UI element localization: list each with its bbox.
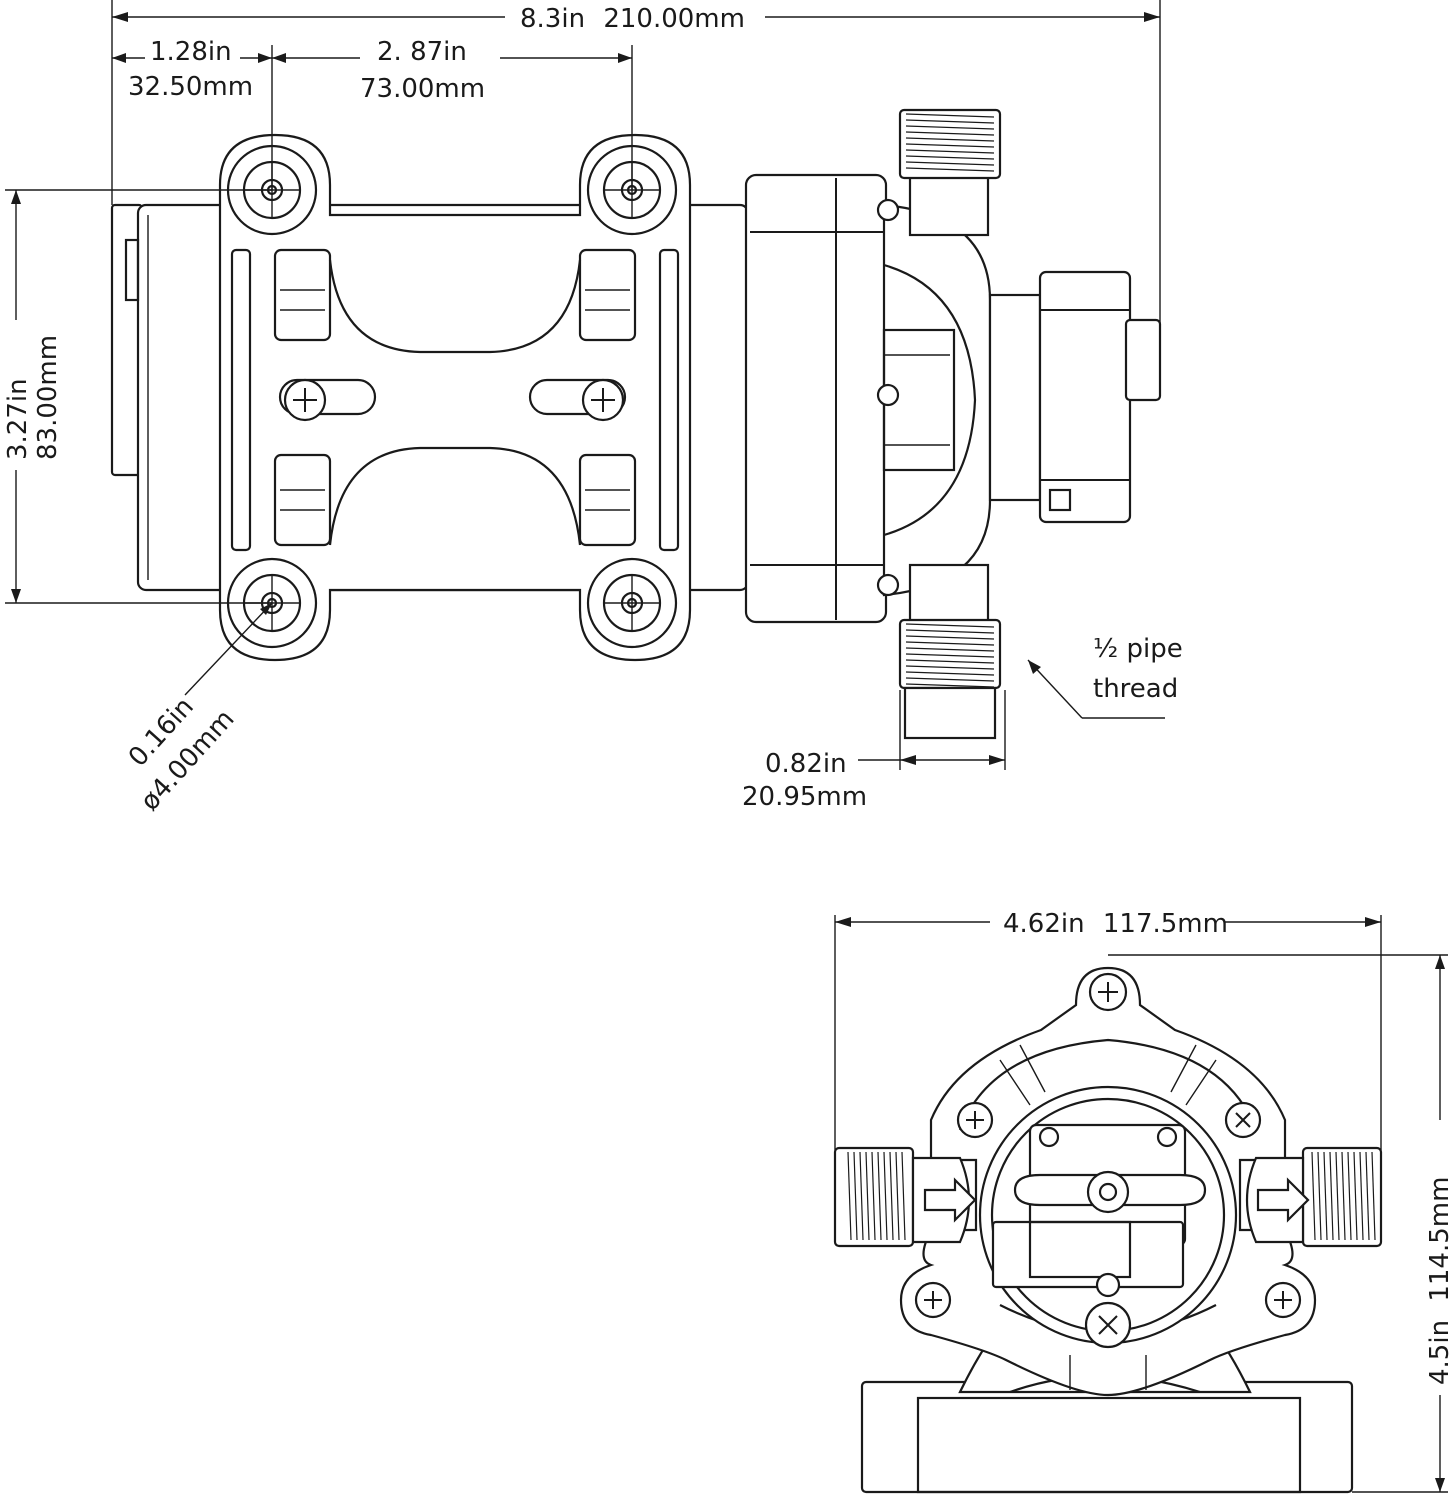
pipe-thread-label-line2: thread <box>1093 674 1178 704</box>
mounting-hole-bottom-right <box>586 557 678 649</box>
front-width-mm: 117.5mm <box>1103 909 1228 939</box>
top-view: 8.3in 210.00mm 1.28in 32.50mm 2. 87in 73… <box>3 0 1183 817</box>
outlet-port-bottom <box>898 563 1002 740</box>
hole-spacing-mm: 73.00mm <box>360 74 485 104</box>
screw-icon <box>1088 972 1128 1012</box>
height-top-view-inch: 3.27in <box>3 378 33 460</box>
inlet-port-left <box>833 1146 977 1248</box>
height-top-view-mm: 83.00mm <box>33 335 63 460</box>
front-height-inch: 4.5in <box>1425 1320 1452 1385</box>
svg-text:4.5in 114.5mm: 4.5in 114.5mm <box>1425 1177 1452 1385</box>
screw-icon <box>1084 1301 1132 1349</box>
overall-length-mm: 210.00mm <box>603 4 745 34</box>
inlet-port-top <box>898 108 1002 237</box>
front-view: 4.62in 117.5mm 4.5in 114.5mm <box>833 909 1452 1494</box>
rear-to-hole-mm: 32.50mm <box>128 72 253 102</box>
pressure-switch <box>988 270 1162 524</box>
dimension-front-height: 4.5in 114.5mm <box>1108 954 1452 1493</box>
svg-text:4.62in 117.5mm: 4.62in 117.5mm <box>1003 909 1228 939</box>
rear-to-hole-inch: 1.28in <box>150 37 232 67</box>
hole-spacing-inch: 2. 87in <box>377 37 467 67</box>
port-width-inch: 0.82in <box>765 749 847 779</box>
screw-icon <box>1224 1101 1262 1139</box>
front-height-mm: 114.5mm <box>1425 1177 1452 1302</box>
dimension-port-width: 0.82in 20.95mm <box>742 690 1006 812</box>
screw-icon <box>283 378 327 422</box>
overall-length-inch: 8.3in <box>520 4 585 34</box>
screw-icon <box>1264 1281 1302 1319</box>
svg-text:8.3in 210.00mm: 8.3in 210.00mm <box>520 4 745 34</box>
dimension-overall-length: 8.3in 210.00mm <box>111 0 1161 330</box>
mounting-bracket <box>218 133 692 662</box>
dimension-height-top-view: 3.27in 83.00mm <box>3 189 272 604</box>
dimension-rear-to-hole: 1.28in 32.50mm <box>112 37 273 190</box>
dimension-hole-spacing: 2. 87in 73.00mm <box>272 37 633 190</box>
pump-head <box>744 173 992 624</box>
pipe-thread-label-line1: ½ pipe <box>1093 634 1183 664</box>
dimension-front-width: 4.62in 117.5mm <box>834 909 1382 1150</box>
front-width-inch: 4.62in <box>1003 909 1085 939</box>
screw-icon <box>1038 1126 1178 1298</box>
screw-icon <box>914 1281 952 1319</box>
screw-icon <box>956 1101 994 1139</box>
pipe-thread-note: ½ pipe thread <box>1027 634 1183 719</box>
screw-icon <box>581 378 625 422</box>
outlet-port-right <box>1245 1146 1383 1248</box>
port-width-mm: 20.95mm <box>742 782 867 812</box>
